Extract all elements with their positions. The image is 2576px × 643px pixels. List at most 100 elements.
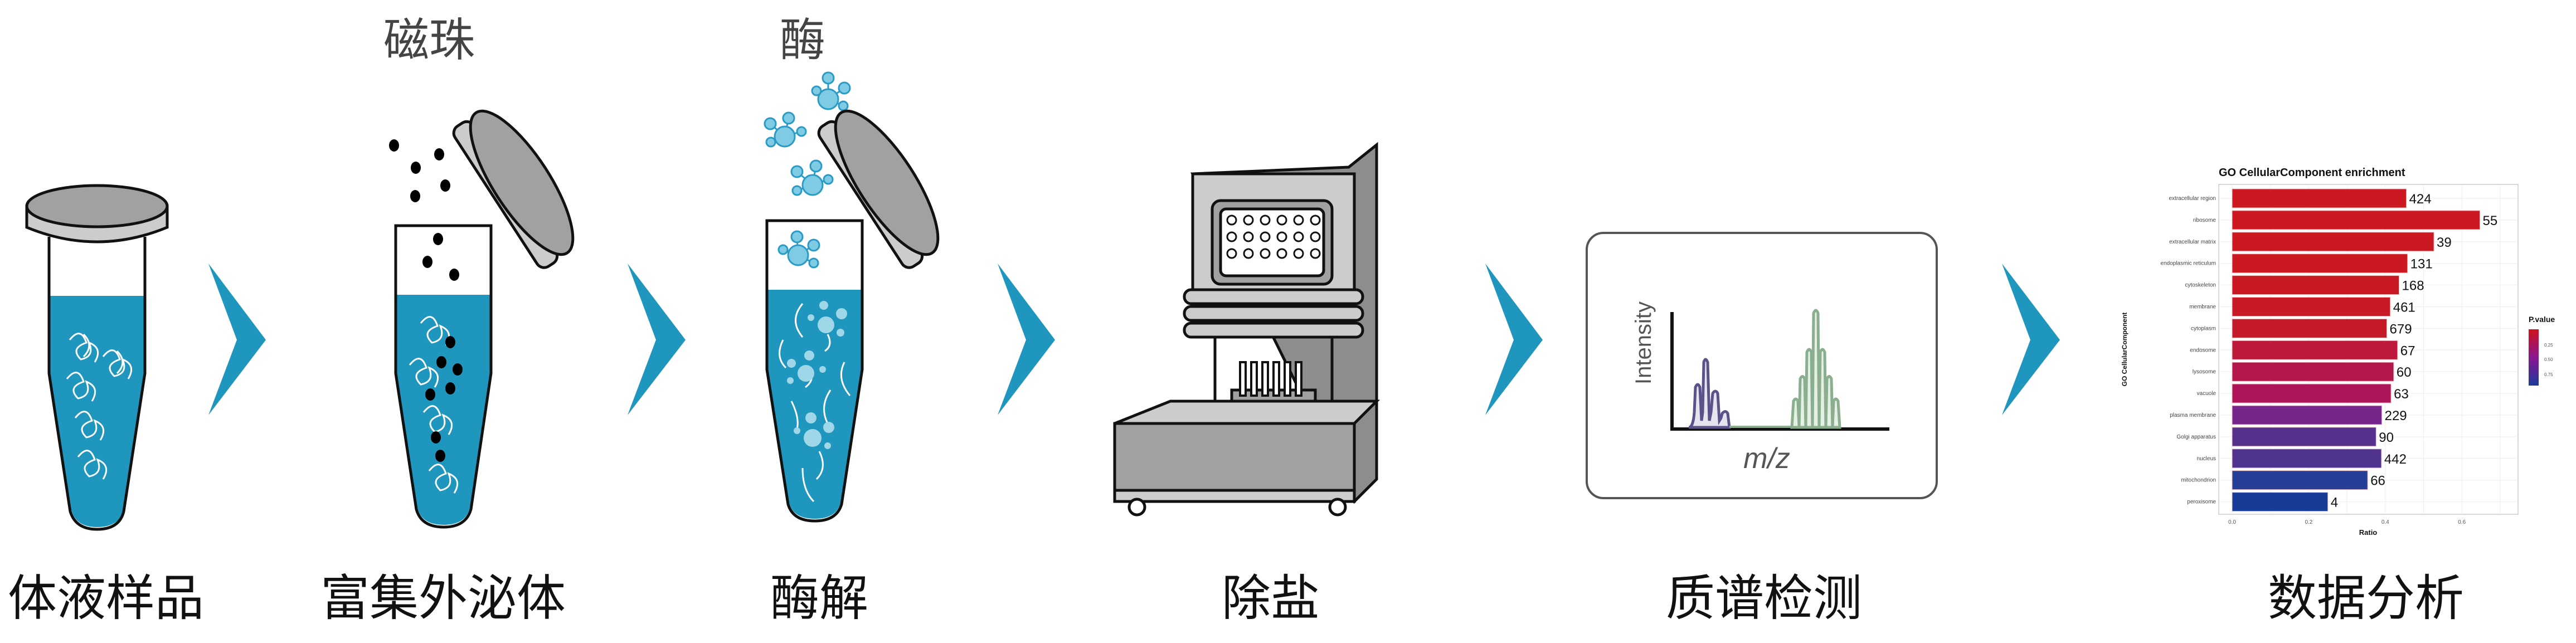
x-tick-labels: 0.0 0.2 0.4 0.6 (2228, 519, 2466, 525)
tube-outline (394, 224, 493, 529)
y-tick-label: cytoskeleton (2185, 282, 2216, 289)
arrow-icon (208, 264, 266, 415)
legend-colorbar (2529, 329, 2539, 386)
arrow-icon (1485, 264, 1543, 415)
legend-tick: 0.25 (2544, 343, 2553, 348)
legend: P.value 0.25 0.50 0.75 (2529, 315, 2555, 386)
x-tick-label: 0.6 (2458, 519, 2466, 525)
x-tick-label: 0.4 (2381, 519, 2389, 525)
count-label: 131 (2410, 257, 2433, 272)
reagent-label-beads: 磁珠 (383, 14, 475, 67)
count-label: 424 (2409, 192, 2432, 207)
arrow-icon (628, 264, 686, 415)
tube-cap (25, 184, 169, 243)
bar (2232, 340, 2398, 360)
exosome-squiggles (66, 333, 133, 480)
y-tick-label: nucleus (2197, 456, 2216, 462)
bar (2232, 470, 2368, 490)
enzyme-icon (790, 159, 834, 196)
bar (2232, 383, 2392, 403)
spectrum-peaks-purple (1688, 358, 1731, 429)
y-tick-label: mitochondrion (2181, 478, 2216, 484)
count-label: 60 (2397, 365, 2412, 380)
spectrum-axes (1670, 312, 1889, 431)
y-tick-label: Golgi apparatus (2176, 434, 2216, 440)
legend-tick: 0.75 (2544, 372, 2553, 377)
count-label: 66 (2370, 474, 2385, 489)
bar (2232, 297, 2391, 316)
bars (2232, 188, 2480, 512)
open-lid (452, 109, 575, 269)
step-label-analysis: 数据分析 (2267, 569, 2465, 627)
step-label-digestion: 酶解 (770, 569, 869, 627)
y-tick-label: peroxisome (2187, 499, 2216, 505)
y-tick-label: extracellular region (2169, 196, 2217, 202)
count-label: 679 (2390, 322, 2412, 337)
y-tick-label: membrane (2189, 304, 2216, 310)
x-tick-label: 0.0 (2228, 519, 2236, 525)
count-label: 461 (2393, 300, 2415, 315)
y-tick-label: endosome (2190, 347, 2216, 353)
bead-tube (389, 109, 575, 529)
bar (2232, 318, 2388, 338)
count-label: 442 (2384, 452, 2407, 467)
mass-spectrum-panel: Intensity m/z (1586, 232, 1938, 499)
tube-liquid (397, 295, 490, 525)
bar (2232, 210, 2480, 230)
x-axis-title: Ratio (2359, 528, 2378, 537)
chart-title: GO CellularComponent enrichment (2219, 167, 2405, 179)
count-label: 168 (2402, 279, 2424, 294)
y-tick-label: ribosome (2193, 217, 2217, 223)
enzyme-tube (764, 71, 940, 523)
y-tick-labels: extracellular region ribosome extracellula… (2161, 196, 2217, 505)
y-tick-label: lysosome (2193, 369, 2217, 375)
bar (2232, 232, 2434, 252)
y-tick-label: plasma membrane (2170, 412, 2216, 418)
tube-outline (47, 237, 147, 531)
bar (2232, 427, 2376, 447)
count-label: 63 (2394, 387, 2409, 402)
reagent-label-enzyme: 酶 (779, 14, 826, 67)
tube-liquid (50, 296, 144, 527)
bar (2232, 188, 2407, 208)
enzyme-icon (777, 230, 820, 269)
y-tick-label: extracellular matrix (2169, 239, 2216, 245)
step-label-desalting: 除盐 (1221, 569, 1320, 627)
count-label: 90 (2379, 430, 2394, 445)
x-tick-label: 0.2 (2305, 519, 2312, 525)
count-label: 67 (2400, 343, 2415, 358)
step-label-sample: 体液样品 (7, 569, 205, 627)
mz-label: m/z (1743, 442, 1790, 475)
legend-tick: 0.50 (2544, 357, 2553, 362)
bar (2232, 362, 2394, 382)
bar (2232, 405, 2383, 425)
y-tick-label: cytoplasm (2191, 325, 2216, 332)
sample-tube (25, 184, 169, 531)
count-label: 4 (2331, 495, 2338, 510)
arrow-icon (998, 264, 1055, 415)
bar (2232, 449, 2382, 469)
tube-outline (765, 219, 864, 523)
bar (2232, 492, 2329, 512)
bar (2232, 254, 2408, 274)
tube-liquid (768, 290, 861, 519)
enzyme-icon (811, 71, 851, 111)
desalting-machine-icon (1113, 142, 1381, 517)
open-lid (817, 109, 940, 269)
enzyme-icon (764, 111, 807, 148)
spectrum-peaks-green (1790, 309, 1841, 429)
intensity-label: Intensity (1631, 301, 1656, 384)
arrow-icon (2002, 264, 2060, 415)
count-label: 229 (2385, 408, 2407, 423)
legend-title: P.value (2529, 315, 2555, 324)
step-label-enrichment: 富集外泌体 (320, 569, 566, 627)
y-axis-title: GO CellularComponent (2121, 313, 2128, 387)
peptide-dots (787, 301, 847, 449)
enzyme-icons (764, 71, 851, 269)
y-tick-label: endoplasmic reticulum (2161, 261, 2217, 267)
count-label: 39 (2437, 235, 2452, 250)
y-tick-label: vacuole (2197, 391, 2217, 397)
bar (2232, 275, 2400, 295)
